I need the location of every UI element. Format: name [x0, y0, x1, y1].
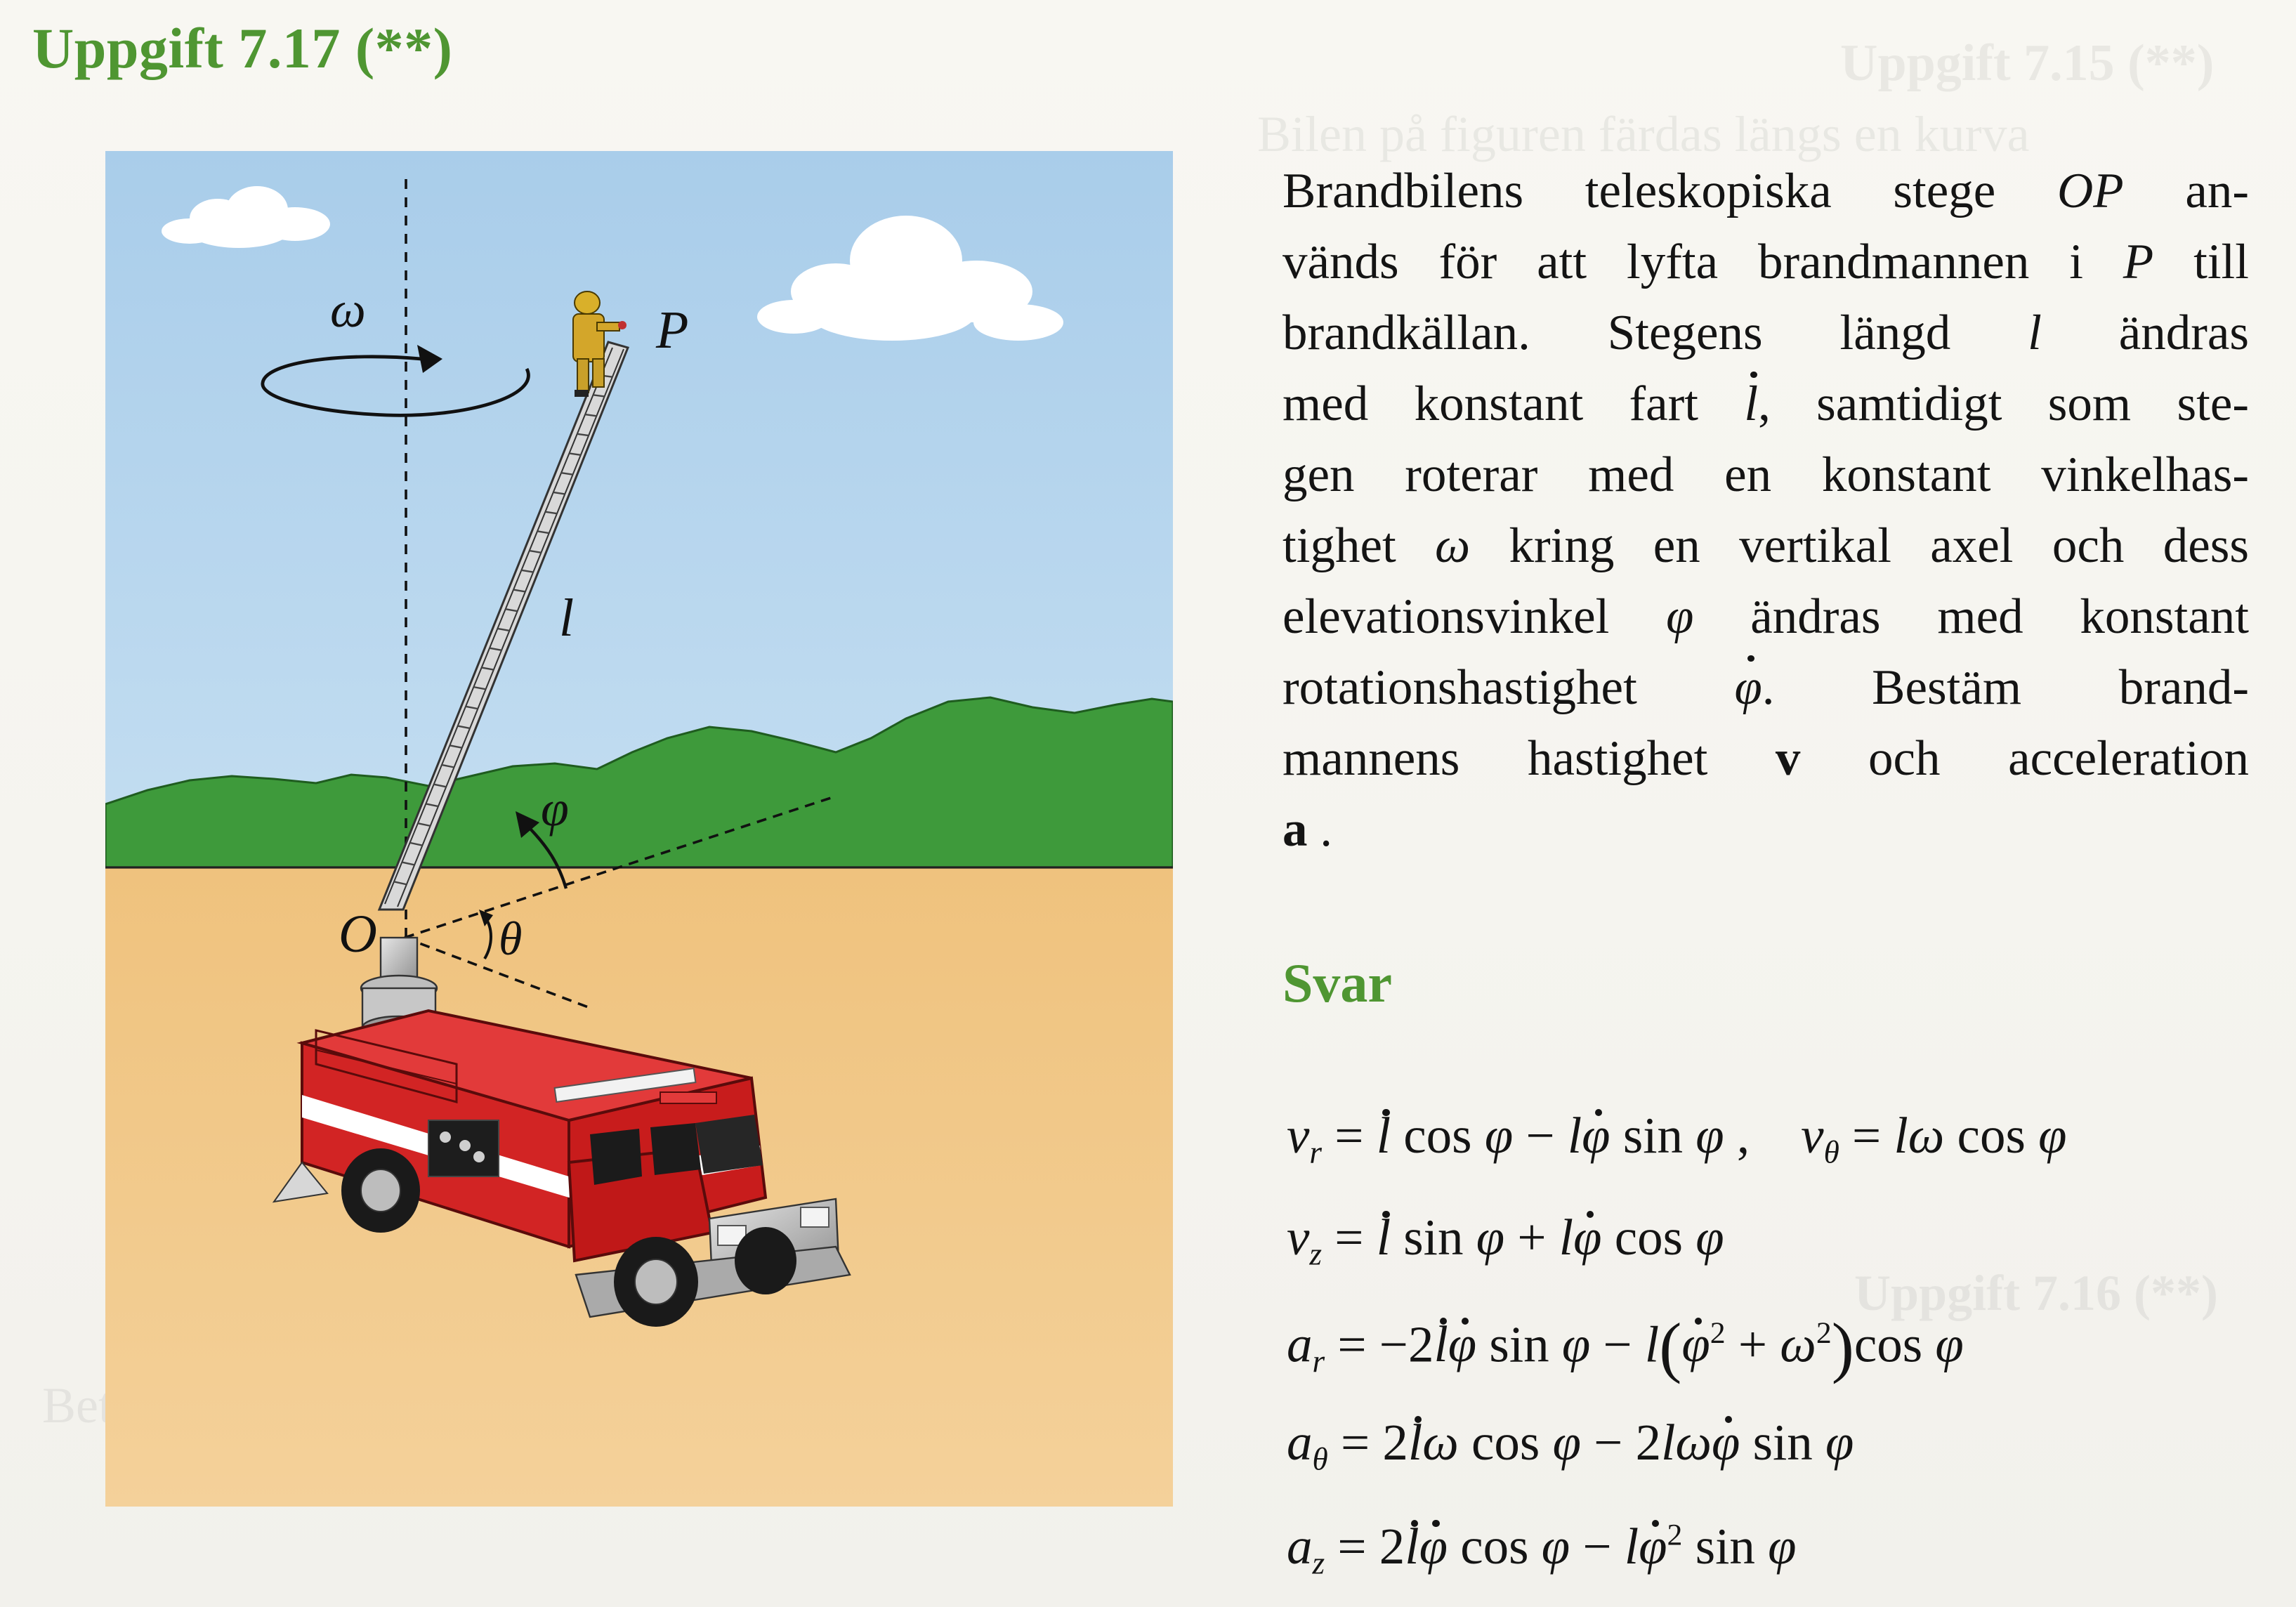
ladder-rung: [577, 433, 589, 437]
fire-truck: [272, 1009, 851, 1327]
ladder-rung: [545, 511, 558, 515]
label-phi: φ: [541, 780, 569, 837]
ladder-rung: [450, 745, 463, 749]
ladder-rung: [489, 647, 502, 651]
ladder-rung: [481, 667, 494, 671]
ladder-rung: [402, 861, 415, 866]
ladder-rung: [393, 881, 407, 886]
problem-line: Brandbilens teleskopiska stege OP an-: [1283, 164, 2249, 218]
task-title: Uppgift 7.17 (**): [32, 16, 453, 80]
fire-truck-ladder-figure: ω P l φ O θ: [105, 151, 1173, 1507]
problem-statement: Brandbilens teleskopiska stege OP an-vän…: [1283, 156, 2249, 865]
label-theta: θ: [499, 912, 522, 965]
equation-a-r: ar = −2lφ sin φ − l(φ2 + ω2)cos φ: [1287, 1309, 1964, 1384]
ladder-rung: [513, 589, 526, 593]
ladder-rung: [521, 569, 534, 573]
telescopic-ladder: [377, 341, 630, 911]
ladder-rung: [409, 841, 423, 846]
ladder-rung: [537, 530, 549, 534]
ladder-rung: [553, 491, 565, 495]
problem-line: a .: [1283, 802, 1332, 857]
horizontal-projection: [404, 796, 834, 939]
rotation-arrowhead: [417, 345, 442, 373]
ladder-rung: [529, 549, 542, 553]
ladder-rung: [584, 413, 597, 417]
problem-line: rotationshastighet φ. Bestäm brand-: [1283, 652, 2249, 723]
ladder-rung: [473, 686, 486, 690]
problem-line: vänds för att lyfta brandmannen i P till: [1283, 235, 2250, 289]
ladder-rung: [593, 394, 605, 398]
equation-a-theta: aθ = 2lω cos φ − 2lωφ sin φ: [1287, 1414, 1854, 1477]
label-omega: ω: [330, 282, 366, 338]
rotation-arrow: [261, 355, 530, 417]
ladder-rung: [569, 452, 581, 457]
label-l: l: [559, 589, 574, 648]
problem-line: mannens hastighet v och acceleration: [1283, 731, 2249, 786]
problem-line: brandkällan. Stegens längd l ändras: [1283, 306, 2249, 360]
ladder-rung: [457, 725, 471, 730]
ladder-rung: [441, 763, 454, 768]
ladder-rung: [465, 705, 478, 710]
problem-line: elevationsvinkel φ ändras med konstant: [1283, 589, 2249, 644]
ladder-rung: [560, 472, 573, 475]
phi-arc-arrow: [525, 824, 568, 889]
label-P: P: [655, 301, 688, 360]
bleed-through-text: Uppgift 7.15 (**): [1840, 34, 2215, 92]
problem-line: tighet ω kring en vertikal axel och dess: [1283, 518, 2249, 573]
problem-line: gen roterar med en konstant vinkelhas-: [1283, 447, 2249, 502]
ladder-rung: [433, 783, 447, 788]
ladder-rung: [505, 608, 518, 612]
equation-v-z: vz = l sin φ + lφ cos φ: [1287, 1209, 1724, 1272]
label-O: O: [339, 905, 377, 964]
firefighter: [572, 291, 627, 397]
ladder-rung: [426, 803, 439, 808]
equation-a-z: az = 2lφ cos φ − lφ2 sin φ: [1287, 1518, 1797, 1581]
ladder-rung: [497, 627, 510, 632]
bleed-through-text: Bilen på figuren färdas längs en kurva: [1257, 106, 2030, 162]
answer-heading: Svar: [1283, 952, 1392, 1014]
equation-v-r-v-theta: vr = l cos φ − lφ sin φ , vθ = lω cos φ: [1287, 1107, 2067, 1170]
cloud-right: [757, 216, 1063, 341]
ladder-rung: [417, 822, 431, 827]
problem-line: med konstant fart l, samtidigt som ste-: [1283, 369, 2249, 440]
bleed-through-text: Uppgift 7.16 (**): [1854, 1265, 2218, 1321]
hills: [105, 696, 1173, 869]
cloud-left: [162, 186, 330, 248]
